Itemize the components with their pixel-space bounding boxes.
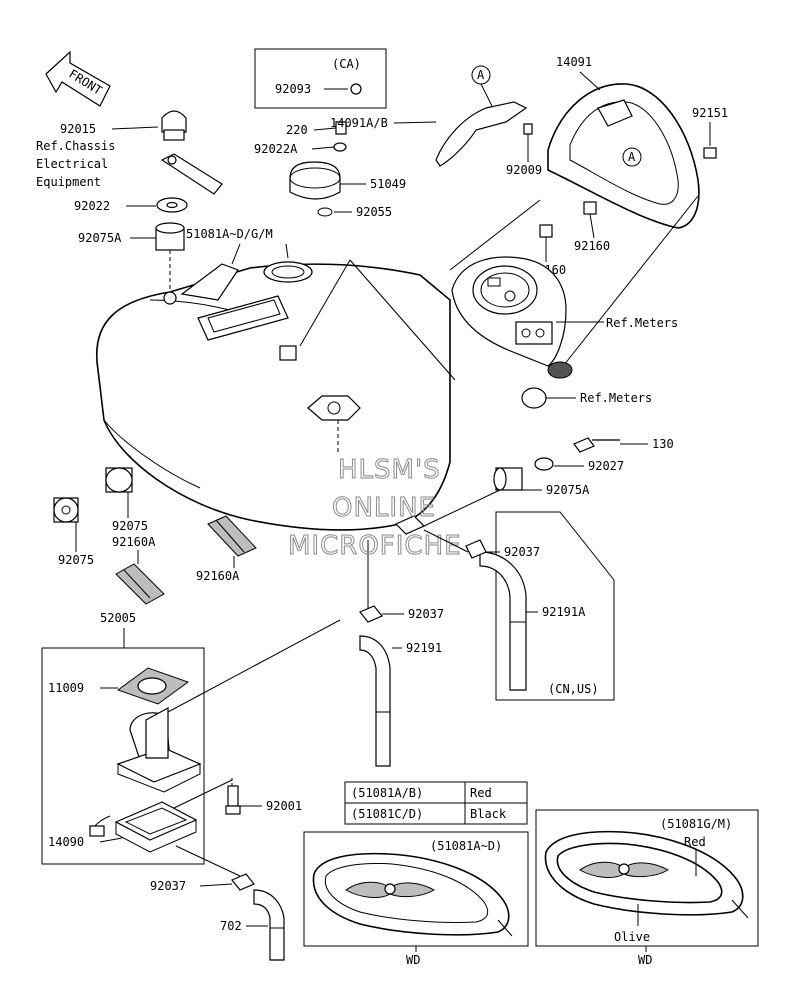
meter-bracket-14091ab bbox=[435, 101, 528, 167]
part-label-92037-bottom: 92037 bbox=[150, 879, 186, 893]
fuel-pump-unit bbox=[89, 706, 202, 837]
part-label-92037-mid: 92037 bbox=[408, 607, 444, 621]
collar-92027 bbox=[534, 457, 554, 471]
tank-panel-right-caption: WD bbox=[638, 953, 652, 967]
damper-92075-left bbox=[53, 497, 79, 523]
part-label-14091ab: 14091A/B bbox=[330, 116, 388, 130]
part-label-92151: 92151 bbox=[692, 106, 728, 120]
part-label-92055: 92055 bbox=[356, 205, 392, 219]
part-label-92075a-top: 92075A bbox=[78, 231, 122, 245]
svg-text:A: A bbox=[628, 150, 636, 164]
color-code-1: (51081A/B) bbox=[351, 786, 423, 800]
part-label-92027: 92027 bbox=[588, 459, 624, 473]
hose-92191a bbox=[479, 551, 527, 691]
watermark-line-2: ONLINE bbox=[332, 493, 436, 523]
watermark-line-1: HLSM'S bbox=[338, 455, 441, 485]
cap-nut-92015 bbox=[161, 110, 187, 141]
part-label-702: 702 bbox=[220, 919, 242, 933]
marker-a-cover bbox=[622, 147, 642, 167]
screw-92151 bbox=[703, 147, 717, 159]
tank-panel-left-tag: (51081A~D) bbox=[430, 839, 502, 853]
cn-us-tag: (CN,US) bbox=[548, 682, 599, 696]
rubber-92160a-left bbox=[115, 563, 165, 605]
part-label-51081: 51081A~D/G/M bbox=[186, 227, 273, 241]
front-arrow-icon: FRONT bbox=[45, 50, 111, 107]
bolt-130 bbox=[573, 437, 620, 453]
ref-meters-label-2: Ref.Meters bbox=[580, 391, 652, 405]
part-label-52005: 52005 bbox=[100, 611, 136, 625]
ref-chassis-line-3: Equipment bbox=[36, 175, 101, 189]
part-label-92160-right: 92160 bbox=[574, 239, 610, 253]
ca-box bbox=[254, 48, 387, 109]
tank-panel-right-color-top: Red bbox=[684, 835, 706, 849]
part-label-92093: 92093 bbox=[275, 82, 311, 96]
bulb-socket bbox=[521, 387, 547, 409]
nut-92093 bbox=[350, 83, 362, 95]
tank-side-left bbox=[312, 852, 513, 937]
part-label-92160a-right: 92160A bbox=[196, 569, 240, 583]
part-label-92015: 92015 bbox=[60, 122, 96, 136]
speedometer-assembly bbox=[451, 256, 573, 379]
hose-92191 bbox=[359, 635, 391, 767]
color-name-1: Red bbox=[470, 786, 492, 800]
part-label-130: 130 bbox=[652, 437, 674, 451]
svg-text:A: A bbox=[477, 68, 485, 82]
part-label-92075-left: 92075 bbox=[58, 553, 94, 567]
part-label-14091: 14091 bbox=[556, 55, 592, 69]
part-label-92037-right: 92037 bbox=[504, 545, 540, 559]
part-label-92191: 92191 bbox=[406, 641, 442, 655]
screw-92009 bbox=[523, 123, 533, 135]
part-label-14090: 14090 bbox=[48, 835, 84, 849]
color-name-2: Black bbox=[470, 807, 507, 821]
rubber-92160a-right bbox=[207, 515, 257, 557]
gasket-11009 bbox=[116, 667, 190, 705]
part-label-92022: 92022 bbox=[74, 199, 110, 213]
grommet-92160-left bbox=[539, 224, 553, 238]
clamp-92037-bottom bbox=[231, 873, 255, 891]
screw-92001 bbox=[225, 785, 241, 815]
part-label-220: 220 bbox=[286, 123, 308, 137]
hose-702 bbox=[253, 889, 285, 961]
ref-chassis-line-2: Electrical bbox=[36, 157, 108, 171]
damper-92075a-right bbox=[493, 467, 523, 491]
part-label-92160a-left: 92160A bbox=[112, 535, 156, 549]
cn-us-box bbox=[495, 511, 615, 701]
color-code-2: (51081C/D) bbox=[351, 807, 423, 821]
pump-bracket-14090 bbox=[114, 801, 198, 853]
grommet-92160-right bbox=[583, 201, 597, 215]
ca-tag: (CA) bbox=[332, 57, 361, 71]
tank-panel-left-caption: WD bbox=[406, 953, 420, 967]
clamp-92037-mid bbox=[359, 605, 383, 623]
fuel-tank-51081 bbox=[95, 261, 451, 535]
part-label-92191a: 92191A bbox=[542, 605, 586, 619]
watermark-line-3: MICROFICHE bbox=[288, 531, 462, 561]
screw-220 bbox=[335, 121, 347, 135]
ref-chassis-line-1: Ref.Chassis bbox=[36, 139, 115, 153]
part-label-92001: 92001 bbox=[266, 799, 302, 813]
damper-92075a-top bbox=[155, 222, 185, 251]
color-table bbox=[344, 781, 528, 825]
washer-92022a bbox=[333, 142, 347, 152]
part-label-92022a: 92022A bbox=[254, 142, 298, 156]
tank-panel-right-tag: (51081G/M) bbox=[660, 817, 732, 831]
part-label-92075a-right: 92075A bbox=[546, 483, 590, 497]
cap-51049 bbox=[289, 161, 341, 200]
part-label-92009: 92009 bbox=[506, 163, 542, 177]
part-label-11009: 11009 bbox=[48, 681, 84, 695]
tank-side-right bbox=[544, 830, 749, 919]
ref-meters-label: Ref.Meters bbox=[606, 316, 678, 330]
meter-cover-14091 bbox=[547, 83, 700, 229]
part-label-51049: 51049 bbox=[370, 177, 406, 191]
tank-panel-right bbox=[535, 809, 759, 947]
oring-92055 bbox=[317, 207, 333, 217]
damper-92075-mid bbox=[105, 467, 133, 493]
fuel-pump-box bbox=[41, 647, 205, 865]
part-label-92075-mid: 92075 bbox=[112, 519, 148, 533]
tank-panel-right-color-bottom: Olive bbox=[614, 930, 650, 944]
